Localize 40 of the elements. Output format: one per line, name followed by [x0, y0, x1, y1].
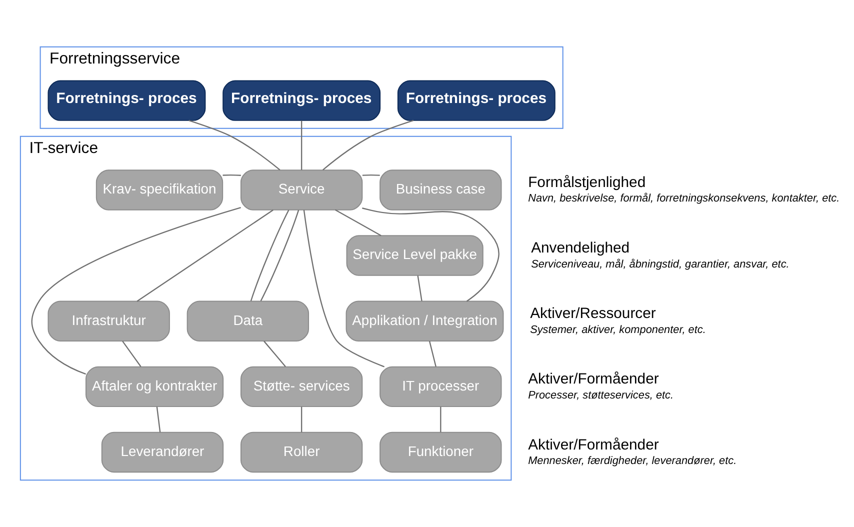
- connector: [362, 174, 380, 176]
- connector: [122, 340, 142, 367]
- node-box: IT processer: [380, 366, 502, 408]
- node-box: Business case: [380, 170, 502, 210]
- connector: [322, 120, 414, 170]
- connector: [31, 207, 241, 375]
- node-box: Roller: [240, 432, 363, 473]
- node-text: Aktiver/Formåender Mennesker, færdigheder, leverandører, etc.: [528, 437, 737, 467]
- node-box: Krav- specifikation: [96, 170, 224, 210]
- node-box: Støtte- services: [240, 366, 363, 408]
- connector: [222, 174, 241, 176]
- connector: [362, 208, 500, 302]
- connector: [260, 210, 300, 302]
- node-text: Formålstjenlighed Navn, beskrivelse, formål, forretningskonsekvens, kontakter, etc.: [528, 175, 840, 205]
- connector: [440, 406, 442, 432]
- connector: [300, 120, 302, 170]
- node-box: Forretnings- proces: [397, 80, 556, 121]
- connector: [136, 210, 274, 302]
- node-text: Anvendelighed Serviceniveau, mål, åbningstid, garantier, ansvar, etc.: [531, 240, 790, 270]
- connector: [334, 209, 382, 236]
- node-box: Funktioner: [380, 432, 502, 473]
- node-box: Forretnings- proces: [222, 80, 381, 121]
- connector: [188, 120, 280, 170]
- node-box: Leverandører: [101, 432, 224, 473]
- node-box: Applikation / Integration: [346, 300, 504, 342]
- connector: [417, 276, 422, 302]
- node-box: Service Level pakke: [346, 235, 484, 276]
- node-box: Forretnings- proces: [48, 80, 206, 121]
- connector: [264, 340, 286, 368]
- node-box: Aftaler og kontrakter: [86, 366, 224, 408]
- node-box: Infrastruktur: [48, 300, 170, 342]
- node-text: Aktiver/Formåender Processer, støtteservices, etc.: [528, 372, 674, 402]
- node-box: Data: [186, 300, 310, 342]
- connector: [428, 341, 436, 367]
- connector: [156, 406, 161, 432]
- node-text: Aktiver/Ressourcer Systemer, aktiver, komponenter, etc.: [530, 306, 706, 336]
- connector: [300, 406, 302, 432]
- node-box: Service: [240, 170, 363, 210]
- connector: [250, 210, 290, 302]
- connector: [303, 210, 385, 368]
